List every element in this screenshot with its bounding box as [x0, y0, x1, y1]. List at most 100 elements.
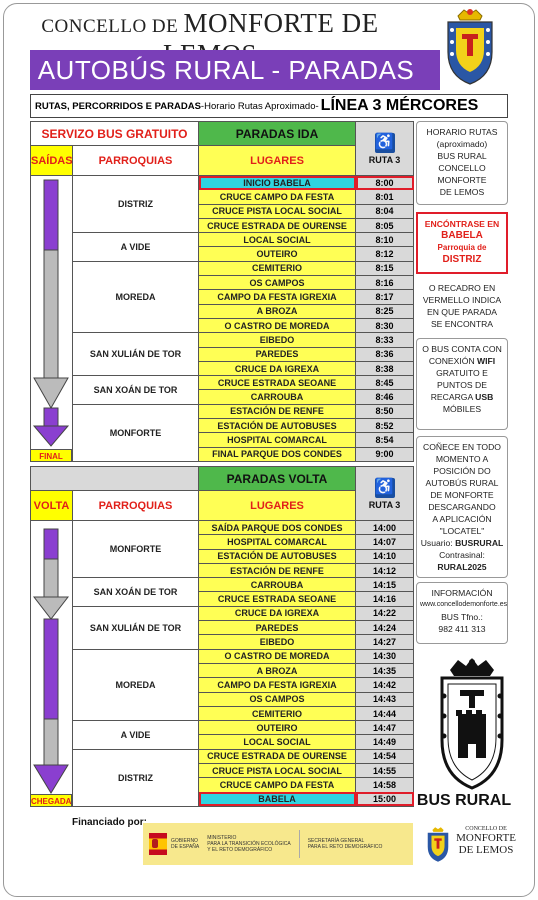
coat-of-arms-icon	[447, 9, 493, 85]
lugar-cell: CEMITERIO	[198, 260, 357, 277]
box2-line: Parroquia de	[437, 243, 487, 252]
parroquia-cell: MOREDA	[72, 648, 199, 722]
lugar-cell: EIBEDO	[198, 634, 356, 650]
box3-line: VERMELLO INDICA	[422, 295, 502, 305]
time-cell: 8:00	[355, 174, 415, 191]
lugar-cell: LOCAL SOCIAL	[198, 232, 357, 248]
time-cell: 14:12	[355, 562, 414, 579]
wifi-line-3: GRATUITO E	[436, 368, 488, 378]
time-cell: 14:55	[355, 763, 414, 779]
wifi-line-2: CONEXIÓN	[428, 356, 478, 366]
parroquia-cell: SAN XOÁN DE TOR	[72, 577, 199, 607]
wifi-line-5: RECARGA	[430, 392, 476, 402]
box5-line: DE MONFORTE	[430, 490, 494, 500]
time-cell: 14:10	[355, 548, 414, 564]
box3-line: SE ENCONTRA	[430, 319, 494, 329]
lugar-cell: CRUCE PISTA LOCAL SOCIAL	[198, 203, 357, 219]
gov-line-1: GOBIERNO	[171, 838, 198, 844]
lugar-cell: A BROZA	[198, 303, 357, 319]
footer-brand: CONCELLO DE MONFORTE DE LEMOS	[420, 820, 520, 870]
lugar-cell: O CASTRO DE MOREDA	[198, 317, 357, 334]
lugar-cell: CRUCE CAMPO DA FESTA	[198, 777, 356, 793]
lugar-cell: SAÍDA PARQUE DOS CONDES	[198, 519, 356, 536]
lugar-cell: CAMPO DA FESTA IGREXIA	[198, 289, 357, 305]
time-cell: 14:35	[355, 662, 414, 679]
box2-line: BABELA	[441, 230, 483, 241]
time-cell: 8:25	[355, 303, 415, 319]
box1-line: HORARIO RUTAS	[426, 127, 498, 137]
info-phone[interactable]: 982 411 313	[438, 624, 486, 634]
volta-col-parroquias: PARROQUIAS	[72, 490, 199, 521]
parroquia-cell: A VIDE	[72, 720, 199, 750]
volta-end-label: CHEGADA	[30, 793, 72, 807]
wifi-word: WIFI	[477, 356, 496, 366]
box1-line: CONCELLO	[438, 163, 486, 173]
lugar-cell: ESTACIÓN DE AUTOBUSES	[198, 548, 356, 564]
box5-line: MOMENTO A	[435, 454, 489, 464]
lugar-cell: FINAL PARQUE DOS CONDES	[198, 446, 357, 462]
pass-value: RURAL2025	[437, 562, 487, 572]
info-box-wifi: O BUS CONTA CON CONEXIÓN WIFI GRATUITO E…	[416, 338, 508, 430]
time-cell: 8:33	[355, 332, 415, 348]
wifi-line-1: O BUS CONTA CON	[422, 344, 502, 354]
lugar-cell: OUTEIRO	[198, 246, 357, 262]
time-cell: 14:54	[355, 748, 414, 765]
lugar-cell: HOSPITAL COMARCAL	[198, 432, 357, 448]
ida-col-lugares: LUGARES	[198, 145, 357, 176]
parroquia-cell: DISTRIZ	[72, 748, 199, 807]
wifi-line-6: MÓBILES	[442, 404, 482, 414]
lugar-cell: CRUCE CAMPO DA FESTA	[198, 189, 357, 205]
time-cell: 8:38	[355, 360, 415, 377]
time-cell: 8:10	[355, 232, 415, 248]
lugar-cell: OS CAMPOS	[198, 275, 357, 291]
time-cell: 8:54	[355, 432, 415, 448]
secretaria-line-1: SECRETARÍA GENERAL	[307, 838, 365, 844]
box5-line: A APLICACIÓN	[432, 514, 492, 524]
lugar-cell: CARROUBA	[198, 389, 357, 405]
time-cell: 8:46	[355, 389, 415, 405]
lugar-cell: CRUCE ESTRADA DE OURENSE	[198, 217, 357, 234]
time-cell: 8:12	[355, 246, 415, 262]
ministry-line-2: PARA LA TRANSICIÓN ECOLÓGICA	[207, 841, 291, 847]
time-cell: 8:17	[355, 289, 415, 305]
box5-line: DESCARGANDO	[428, 502, 496, 512]
box3-line: EN QUE PARADA	[426, 307, 498, 317]
time-cell: 14:00	[355, 519, 414, 536]
time-cell: 8:01	[355, 189, 415, 205]
lugar-cell: HOSPITAL COMARCAL	[198, 534, 356, 550]
lugar-cell: CRUCE DA IGREXA	[198, 360, 357, 377]
coat-of-arms-icon	[440, 658, 504, 790]
lugar-cell: ESTACIÓN DE RENFE	[198, 562, 356, 579]
time-cell: 14:43	[355, 691, 414, 707]
box5-line: "LOCATEL"	[439, 526, 485, 536]
time-cell: 14:30	[355, 648, 414, 664]
ida-table: SERVIZO BUS GRATUITO PARADAS IDA ♿ RUTA …	[29, 121, 415, 462]
subtitle-routes: RUTAS, PERCORRIDOS E PARADAS	[35, 100, 201, 112]
lugar-cell: CRUCE ESTRADA DE OURENSE	[198, 748, 356, 765]
funded-by-label: Financiado por:	[72, 817, 147, 828]
time-cell: 8:50	[355, 403, 415, 420]
wheelchair-icon: ♿	[374, 132, 395, 153]
parroquia-cell: SAN XULIÁN DE TOR	[72, 605, 199, 650]
parroquia-cell: MONFORTE	[71, 403, 200, 462]
line-bar: RUTAS, PERCORRIDOS E PARADAS -Horario Ru…	[30, 94, 508, 118]
subtitle-schedule: -Horario Rutas Aproximado-	[200, 100, 319, 112]
box1-line: (aproximado)	[436, 139, 488, 149]
info-url[interactable]: www.concellodemonforte.es	[420, 601, 508, 608]
parroquia-cell: DISTRIZ	[71, 174, 200, 234]
parroquia-cell: MONFORTE	[72, 519, 199, 579]
volta-header: PARADAS VOLTA	[198, 466, 356, 491]
